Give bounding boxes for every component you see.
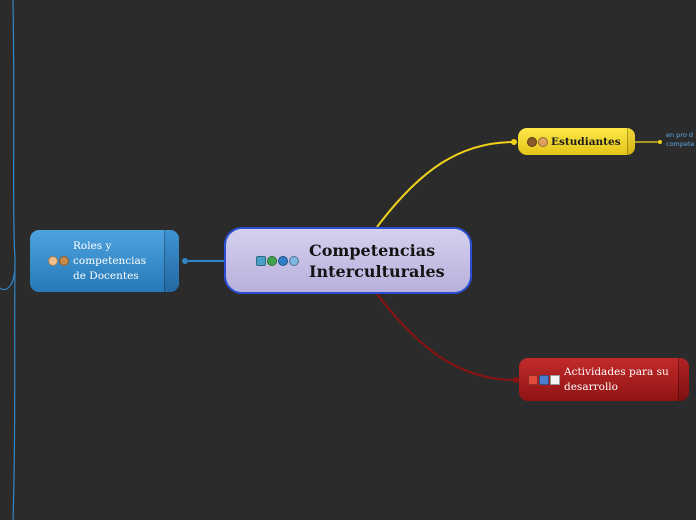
books-icon: [528, 374, 538, 385]
topic-docentes-label: Roles y competencias de Docentes: [73, 239, 147, 282]
topic-estudiantes[interactable]: Estudiantes: [518, 128, 635, 155]
link-actividades-dot: [513, 377, 519, 383]
student-girl-icon: [527, 136, 537, 147]
link-estudiantes-dot: [511, 139, 517, 145]
note-line-2: compete: [666, 140, 695, 148]
central-icons: [256, 255, 299, 266]
central-topic[interactable]: Competencias Interculturales: [224, 227, 472, 294]
document-icon: [550, 374, 560, 385]
topic-estudiantes-label: Estudiantes: [551, 135, 621, 148]
note-text[interactable]: en pro d compete: [666, 131, 696, 155]
topic-docentes[interactable]: Roles y competencias de Docentes: [30, 230, 179, 292]
left-border-line: [0, 0, 16, 520]
globe-icon: [267, 255, 277, 266]
actividades-icons: [528, 374, 560, 385]
student-boy-icon: [538, 136, 548, 147]
topic-actividades-label: Actividades para su desarrollo: [564, 365, 669, 393]
teacher-man-icon: [48, 256, 58, 266]
world-icon: [289, 255, 299, 266]
topic-actividades[interactable]: Actividades para su desarrollo: [519, 358, 689, 401]
note-line-1: en pro d: [666, 131, 694, 139]
teacher-woman-icon: [59, 256, 69, 266]
central-title: Competencias Interculturales: [309, 240, 445, 281]
pencil-icon: [539, 374, 549, 385]
link-note-dot: [658, 140, 662, 144]
estudiantes-icons: [527, 136, 548, 147]
earth-icon: [278, 255, 288, 266]
docentes-icons: [48, 256, 69, 266]
image-icon: [256, 255, 266, 266]
link-central-estudiantes: [376, 141, 515, 228]
link-central-actividades: [376, 293, 517, 381]
link-docentes-dot: [182, 258, 188, 264]
